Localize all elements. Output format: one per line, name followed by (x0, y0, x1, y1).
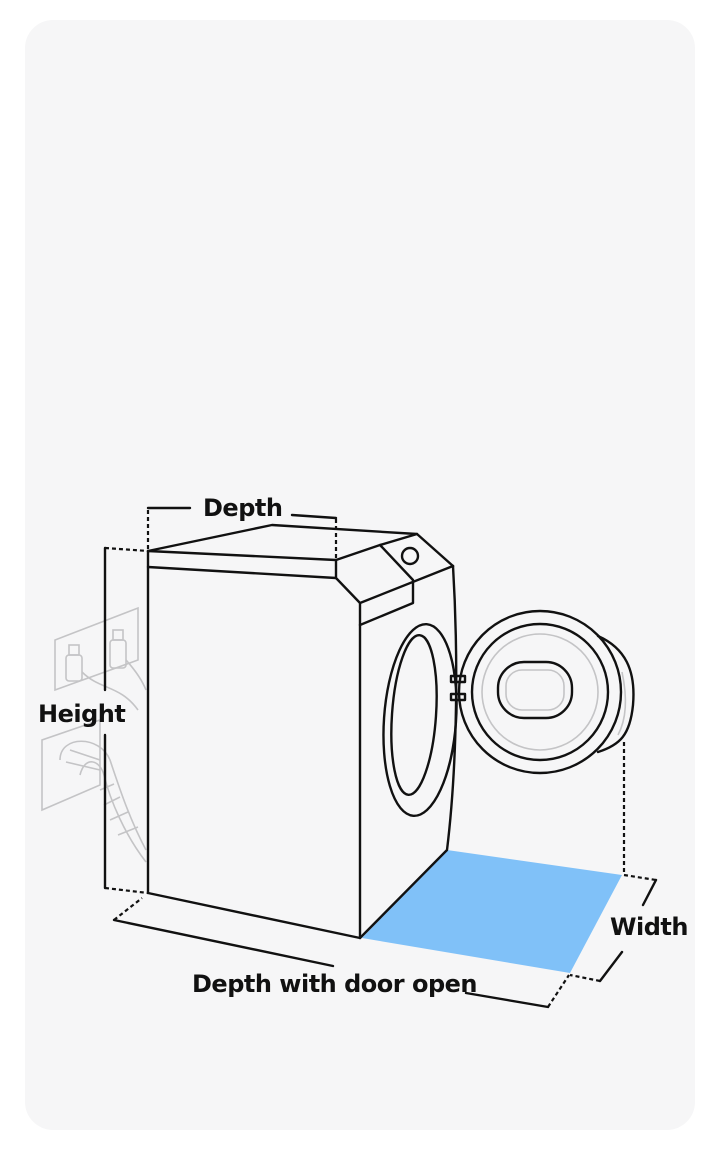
height-label: Height (38, 700, 125, 728)
depth-label: Depth (203, 494, 282, 522)
width-label: Width (610, 913, 688, 941)
control-knob-icon (400, 546, 420, 566)
open-door (457, 609, 635, 775)
door-clearance-area (362, 850, 622, 973)
depth-door-open-dimension: Depth with door open (112, 897, 570, 1009)
height-dimension: Height (38, 546, 149, 895)
depth-dimension: Depth (146, 494, 338, 560)
width-dimension: Width (569, 742, 688, 983)
depth-door-open-label: Depth with door open (192, 970, 477, 998)
wall-connections-illustration (41, 606, 147, 863)
washer-machine (146, 523, 467, 940)
